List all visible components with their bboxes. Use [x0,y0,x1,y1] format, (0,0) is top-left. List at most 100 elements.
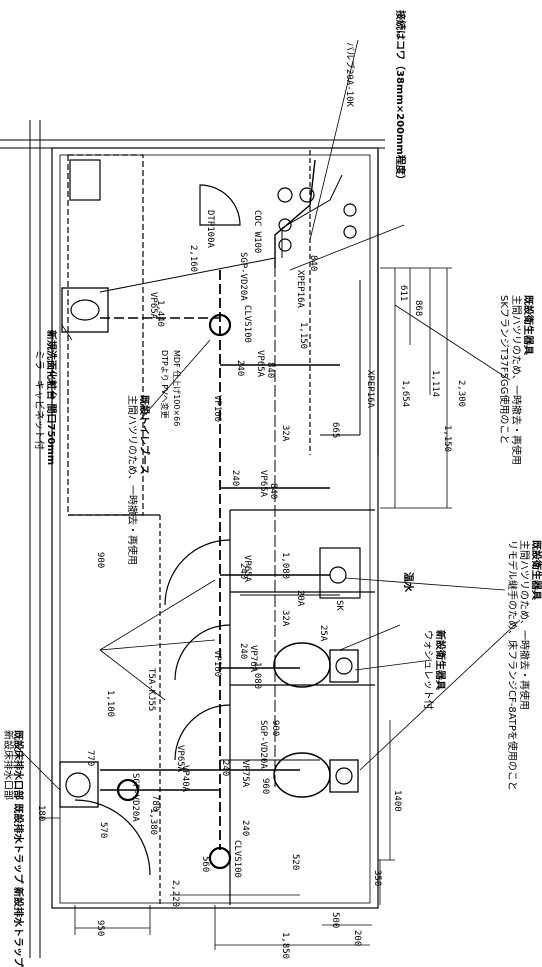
pipe-label: SGP-VD20A [238,252,248,301]
leader-line [99,649,166,701]
dimension: 1,440 [155,300,165,328]
toilet-new-note-2: ウォシュレット付 [422,630,433,710]
dimension: 960 [260,778,270,795]
wash-basin [61,287,109,333]
dimension: 1,380 [148,808,158,836]
hot-water-note: 温水 [402,572,413,592]
floor-drain-note-2: 新設床排水口部 [2,730,13,800]
dimension: 1,114 [430,370,440,398]
supply-pipe [274,159,316,268]
dimension: 240 [238,563,248,580]
leader-line [289,224,405,271]
pipe-label: VP100 [212,395,222,423]
pipe-label: VP100 [212,650,222,678]
new-basin-note: 新規洗面化粧台 間口750mm [45,330,56,466]
valve-fixture [278,238,292,252]
basin-bowl [70,299,100,321]
dimension: 500 [330,912,340,929]
valve-fixture [343,225,357,239]
dimension: 240 [238,643,248,660]
dimension: 840 [308,255,318,272]
dimension: 240 [230,470,240,487]
dimension: 350 [372,870,382,887]
toilet-new-note: 新設衛生器具 [434,630,445,690]
pipe-label: VP40A [180,765,190,793]
leader-line [309,39,359,241]
dimension: 570 [98,822,108,839]
dimension: 868 [413,300,423,317]
pipe-label: 32A [280,425,290,442]
dimension: 1,850 [280,932,290,960]
mdf-note-2: DTPより PVへ変更 [160,350,169,419]
dimension: 240 [240,820,250,837]
booth-note-2: 主間ハツリのため、一時撤去・再使用 [126,395,137,565]
dimension: 1,080 [280,552,290,580]
dimension: 611 [398,285,408,302]
slop-sink [319,547,361,599]
valve-fixture [277,187,293,203]
floor-drain-note: 既設床排水口部 既設排水トラップ 新設排水トラップ [12,730,23,967]
valve-fixture [299,187,315,203]
dimension: 665 [330,422,340,439]
wc-existing-note-3: リモデル継手のため、床フランジCF-8ATPを使用のこと [506,540,517,791]
wc-existing-note: 既設衛生器具 [530,540,541,600]
supply-pipe [281,174,343,258]
basin-bowl [65,772,91,798]
sleeve-note: 接続はコワ（38mm×200mm程度） [394,10,405,185]
toilet-valve [335,657,353,675]
dimension: 1,150 [298,322,308,350]
leader-line [14,744,61,791]
wc-existing-note-2: 主間ハツリのため、一時撤去・再使用 [518,540,529,710]
door-arc [199,184,241,226]
leader-line [61,324,73,341]
pipe-label: VP75A [240,760,250,788]
pipe-label: 25A [318,625,328,642]
new-basin-note-2: ミラーキャビネット付 [33,350,44,450]
dimension: 2,300 [456,380,466,408]
leader-line [339,624,401,651]
mdf-note: MDF 仕上げ100×66 [172,350,181,427]
existing-fixture-note: 既設衛生器具 [522,295,533,355]
leader-line [344,577,506,591]
dimension: 200 [352,930,362,947]
dimension: 2,160 [188,245,198,273]
dimension: 1,080 [252,662,262,690]
dimension: 2,220 [170,880,180,908]
sink-drain [329,566,347,584]
pipe-label: SK [334,600,344,611]
dimension: 840 [265,362,275,379]
inner-wall [59,154,371,904]
cleanout [116,778,140,802]
leader-line [354,659,433,671]
pipe-label: CLVS100 [242,305,252,343]
dimension: 840 [268,483,278,500]
existing-fixture-note-3: SKフランジT37F5GG使用のこと [498,295,509,445]
pipe-label: 32A [280,610,290,627]
dimension: 1,100 [105,690,115,718]
leader-line [359,619,521,771]
toilet-bowl [273,642,331,688]
pipe-label: VP65A [255,350,265,378]
dimension: 520 [290,854,300,871]
wash-basin [59,761,99,808]
dimension: 240 [220,760,230,777]
leader-line [394,304,511,381]
dimension: 770 [85,750,95,767]
dimension: 900 [95,552,105,569]
water-branch [99,257,276,293]
pipe-label: XPEP16A [295,270,305,308]
cleanout [208,846,232,870]
toilet-tank [329,759,359,793]
dimension: 1,654 [400,380,410,408]
pipe-label: DTP100A [205,210,215,248]
dimension: 560 [200,856,210,873]
pipe-label: COC W100 [252,210,262,254]
pipe-label: VP65A [258,470,268,498]
leader-line [139,339,211,421]
door-arc [74,799,151,876]
duct [69,159,101,201]
valve-fixture [278,218,292,232]
leader-line [99,579,216,651]
cleanout [208,313,232,337]
